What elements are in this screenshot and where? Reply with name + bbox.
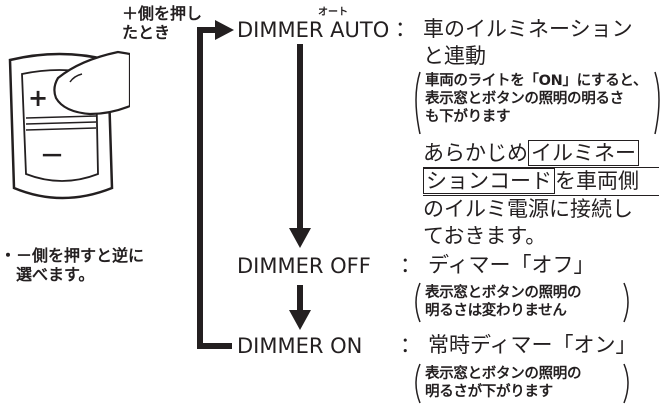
cycle-loop-arrow [197,20,234,349]
illumination-cord-box-1: イルミネー [528,140,639,166]
note-line: 車両のライトを「ON」にすると、 [425,73,648,89]
note-line: 明るさは変わりません [425,303,567,319]
extra-post: を車両側 [555,169,639,193]
press-plus-line: たとき [122,23,171,42]
extra-line-1: あらかじめイルミネー [423,140,659,168]
note-line: 表示窓とボタンの照明の [425,285,582,301]
mode-desc-on: 常時ディマー「オン」 [428,333,637,357]
desc-line: 車のイルミネーション [423,17,633,41]
down-arrow-off-to-on [289,285,311,330]
note-line: 表示窓とボタンの照明の [425,366,582,382]
mode-desc-off: ディマー「オフ」 [428,253,595,277]
mode-note-off: 表示窓とボタンの照明の 明るさは変わりません [425,284,582,320]
dimmer-switch-illustration: + － [8,50,130,200]
note-line: 明るさが下がります [425,384,553,400]
desc-line: と連動 [423,44,486,68]
press-minus-hint: ・－側を押すと逆に 選べます。 [0,246,144,284]
note-paren-on [415,363,629,404]
mode-label-auto: DIMMER AUTO [237,18,390,42]
extra-line-3: のイルミ電源に接続し [423,197,633,221]
switch-plus-icon: + [28,84,48,112]
mode-colon-on: ： [400,333,421,357]
extra-line-4: ておきます。 [423,224,547,248]
illumination-cord-box-2: ションコード [423,168,555,194]
extra-pre: あらかじめ [423,141,528,165]
finger-icon [53,50,130,116]
mode-note-on: 表示窓とボタンの照明の 明るさが下がります [425,365,582,401]
extra-line-2: ションコードを車両側 [423,168,659,196]
switch-ridges [25,115,97,131]
note-paren-auto [415,71,660,135]
note-line: 表示窓とボタンの照明の明るさ [425,91,624,107]
mode-desc-auto: 車のイルミネーション と連動 [423,16,633,70]
mode-label-off: DIMMER OFF [237,254,371,278]
ruby-auto: オート [318,7,348,18]
press-minus-line: 選べます。 [0,265,95,284]
mode-colon-off: ： [400,253,421,277]
press-minus-line: ・－側を押すと逆に [0,246,145,265]
note-line: も下がります [425,109,511,125]
mode-label-on: DIMMER ON [237,334,363,358]
press-plus-line: ＋側を押し [122,4,203,23]
press-plus-hint: ＋側を押し たとき [122,4,202,42]
mode-colon-auto: ： [395,17,416,41]
mode-note-auto: 車両のライトを「ON」にすると、 表示窓とボタンの照明の明るさ も下がります [425,72,648,126]
note-paren-off [415,282,629,323]
switch-minus-icon: － [40,142,64,170]
auto-extra-note: あらかじめイルミネー ションコードを車両側 のイルミ電源に接続し ておきます。 [423,140,659,250]
down-arrow-auto-to-off [289,44,311,248]
